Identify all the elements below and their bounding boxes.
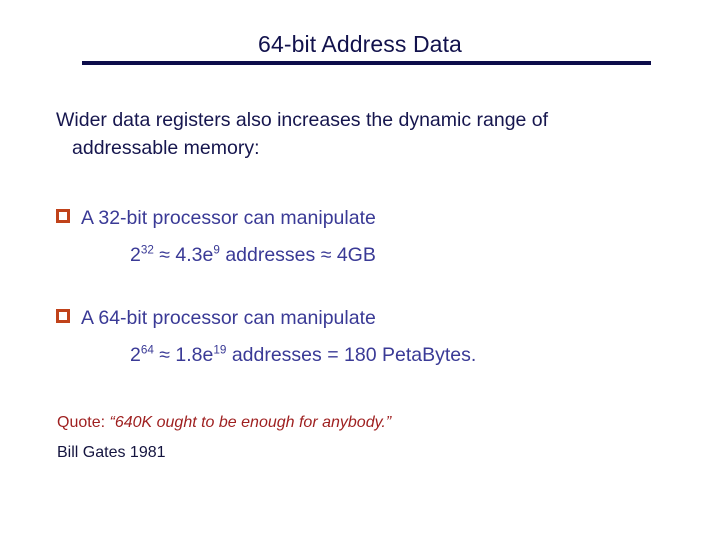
- detail-line-64bit: 264 ≈ 1.8e19 addresses = 180 PetaBytes.: [130, 343, 710, 367]
- mantissa-exponent-32: 9: [213, 243, 220, 257]
- hollow-square-bullet-icon: [56, 309, 70, 323]
- result-64: 180 PetaBytes.: [344, 344, 477, 366]
- intro-paragraph: Wider data registers also increases the …: [56, 106, 704, 162]
- mantissa-exponent-64: 19: [213, 343, 227, 357]
- bullet-label-32bit: A 32-bit processor can manipulate: [81, 207, 376, 229]
- hollow-square-bullet-icon: [56, 209, 70, 223]
- bullet-item-64bit: A 64-bit processor can manipulate: [56, 306, 696, 330]
- intro-line-2: addressable memory:: [72, 137, 260, 159]
- quote-text: “640K ought to be enough for anybody.”: [109, 414, 392, 431]
- quote-line: Quote: “640K ought to be enough for anyb…: [57, 413, 391, 433]
- quote-attribution: Bill Gates 1981: [57, 444, 166, 461]
- power-exponent-64: 64: [140, 343, 154, 357]
- equals-sign: =: [327, 344, 339, 366]
- result-32: 4GB: [336, 244, 376, 266]
- power-base-32: 2: [130, 244, 141, 266]
- mantissa-32: 4.3e: [175, 244, 214, 266]
- approx-sign-3: ≈: [159, 344, 170, 366]
- mantissa-64: 1.8e: [175, 344, 214, 366]
- power-exponent-32: 32: [140, 243, 154, 257]
- bullet-label-64bit: A 64-bit processor can manipulate: [81, 307, 376, 329]
- slide-title: 64-bit Address Data: [258, 31, 462, 57]
- approx-sign-2: ≈: [320, 244, 332, 266]
- bullet-item-32bit: A 32-bit processor can manipulate: [56, 206, 696, 230]
- unit-label-64: addresses: [231, 344, 322, 366]
- unit-label-32: addresses: [225, 244, 316, 266]
- approx-sign-1: ≈: [159, 244, 170, 266]
- quote-label: Quote:: [57, 414, 110, 431]
- title-underline-rule: [82, 61, 651, 65]
- power-base-64: 2: [130, 344, 141, 366]
- intro-line-1: Wider data registers also increases the …: [56, 109, 549, 131]
- detail-line-32bit: 232 ≈ 4.3e9 addresses ≈ 4GB: [130, 243, 710, 267]
